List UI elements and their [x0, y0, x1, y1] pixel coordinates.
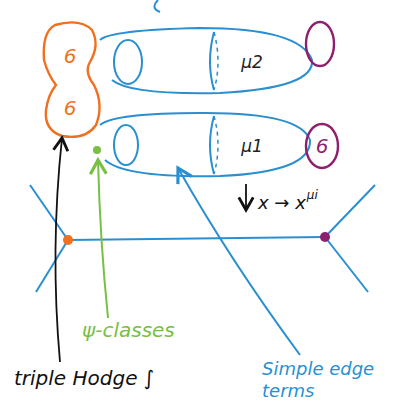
cylinder-outline	[100, 113, 310, 176]
map-arrow	[245, 184, 247, 210]
callout-label: triple Hodge ∫	[14, 366, 154, 390]
vertex-circle	[306, 124, 338, 168]
tropical-leg	[36, 240, 68, 292]
map-label: x → x	[258, 192, 306, 213]
node-text: 6	[64, 96, 77, 120]
node-text: μ1	[241, 136, 263, 156]
callout-label: ψ-classes	[82, 318, 175, 342]
psi-dot	[93, 146, 101, 154]
tropical-edge	[68, 237, 325, 240]
cylinder-outline	[100, 28, 312, 93]
vertex-blob	[44, 22, 100, 136]
cylinder-ring-back	[214, 32, 218, 90]
tropical-leg	[325, 237, 368, 292]
node-text: μ2	[241, 52, 263, 72]
arc-fragment	[154, 0, 160, 12]
vertex-blob-box: 66	[46, 30, 94, 134]
tropical-vertex	[320, 232, 330, 242]
cylinder-ring-back	[214, 116, 218, 174]
vertex-circle	[306, 22, 334, 66]
tropical-leg	[30, 185, 68, 240]
tropical-vertex	[63, 235, 73, 245]
node-text: 6	[64, 44, 77, 68]
cylinder-end	[114, 125, 138, 165]
node-text: 6	[316, 134, 329, 158]
tropical-leg	[325, 185, 375, 237]
cylinder-end	[114, 40, 142, 84]
callout-label: Simple edge terms	[262, 358, 392, 401]
map-exponent: μi	[307, 188, 318, 202]
cylinder-box: μ1	[222, 130, 282, 162]
leader-line	[98, 160, 108, 318]
cylinder-ring	[210, 116, 214, 174]
cylinder-box: μ2	[222, 46, 282, 78]
cylinder-ring	[210, 32, 214, 90]
vertex-circle-box: 6	[308, 130, 336, 162]
leader-line	[55, 138, 62, 362]
